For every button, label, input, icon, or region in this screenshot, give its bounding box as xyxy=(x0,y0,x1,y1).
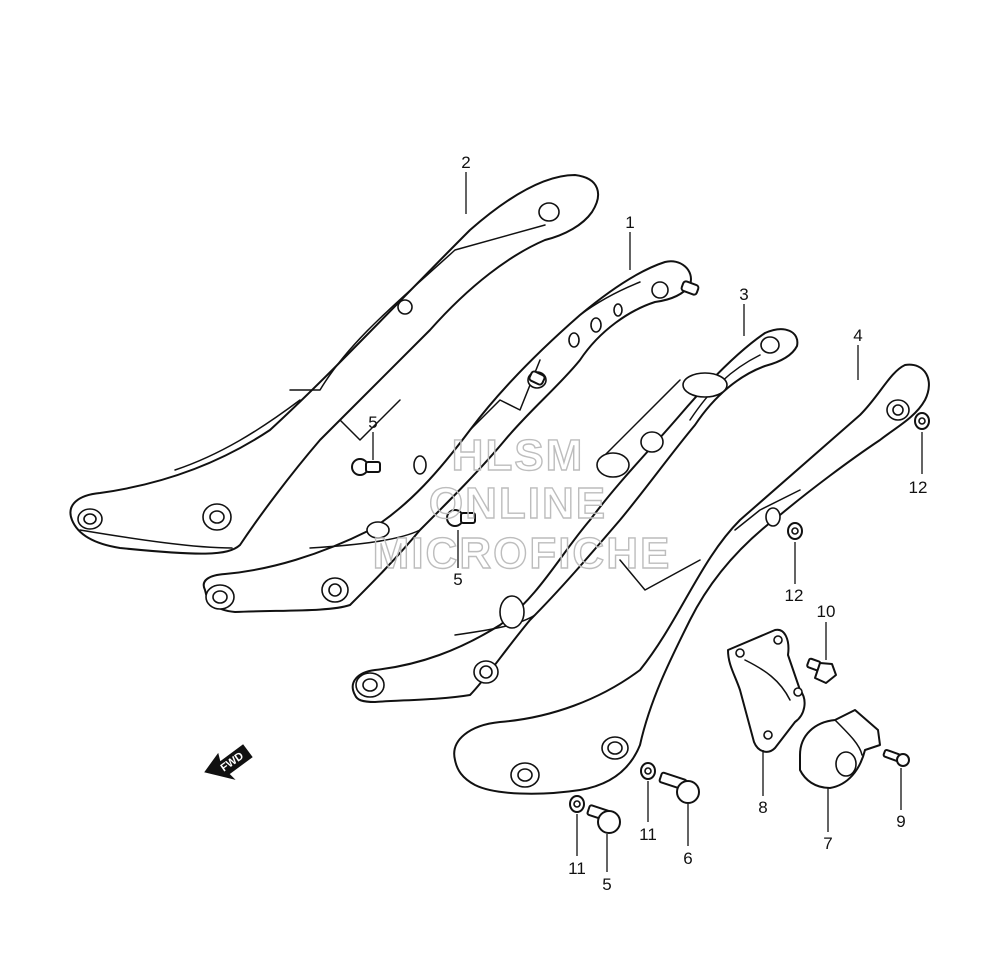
fastener-bolt-10 xyxy=(806,657,837,684)
callout-part-6: 6 xyxy=(683,849,692,868)
part-7-clamp xyxy=(799,709,881,789)
part-4-outer-rail xyxy=(453,363,930,795)
part-3-inner-bracket xyxy=(351,328,799,703)
callout-part-10: 10 xyxy=(817,602,836,621)
fastener-bolt-5-middle xyxy=(446,509,476,527)
callout-part-4: 4 xyxy=(853,326,862,345)
fastener-bolt-5-lower xyxy=(586,804,621,834)
callout-part-5-lower: 5 xyxy=(602,875,611,894)
watermark-line-1: HLSM xyxy=(452,431,585,480)
part-1-inner-bracket xyxy=(202,260,700,613)
callout-part-11-left: 11 xyxy=(568,859,586,878)
fastener-washer-12-lower xyxy=(787,522,803,540)
fastener-washer-11-right xyxy=(640,762,656,780)
callout-part-9: 9 xyxy=(896,812,905,831)
callout-numbers: 2 1 3 4 5 5 12 12 10 8 7 9 6 11 11 5 xyxy=(368,153,927,894)
watermark-line-3: MICROFICHE xyxy=(373,529,672,578)
callout-part-5-upper: 5 xyxy=(368,413,377,432)
fastener-washer-11-left xyxy=(569,795,585,813)
callout-part-5-middle: 5 xyxy=(453,570,462,589)
callout-part-8: 8 xyxy=(758,798,767,817)
callout-part-3: 3 xyxy=(739,285,748,304)
callout-part-2: 2 xyxy=(461,153,470,172)
fastener-bolt-5-upper xyxy=(351,458,381,476)
leader-lines xyxy=(372,172,923,872)
callout-part-7: 7 xyxy=(823,834,832,853)
fwd-arrow-icon: FWD xyxy=(204,744,253,780)
callout-part-1: 1 xyxy=(625,213,634,232)
fastener-screw-9 xyxy=(882,749,910,767)
fastener-bolt-6 xyxy=(658,771,700,804)
fastener-washer-12-upper xyxy=(914,412,930,430)
watermark-line-2: ONLINE xyxy=(429,479,607,528)
part-2-outer-rail xyxy=(69,174,600,555)
callout-part-12-lower: 12 xyxy=(785,586,804,605)
watermark: HLSM ONLINE MICROFICHE xyxy=(372,430,672,578)
callout-part-12-upper: 12 xyxy=(909,478,928,497)
part-8-bracket xyxy=(727,628,806,753)
callout-part-11-right: 11 xyxy=(639,825,657,844)
